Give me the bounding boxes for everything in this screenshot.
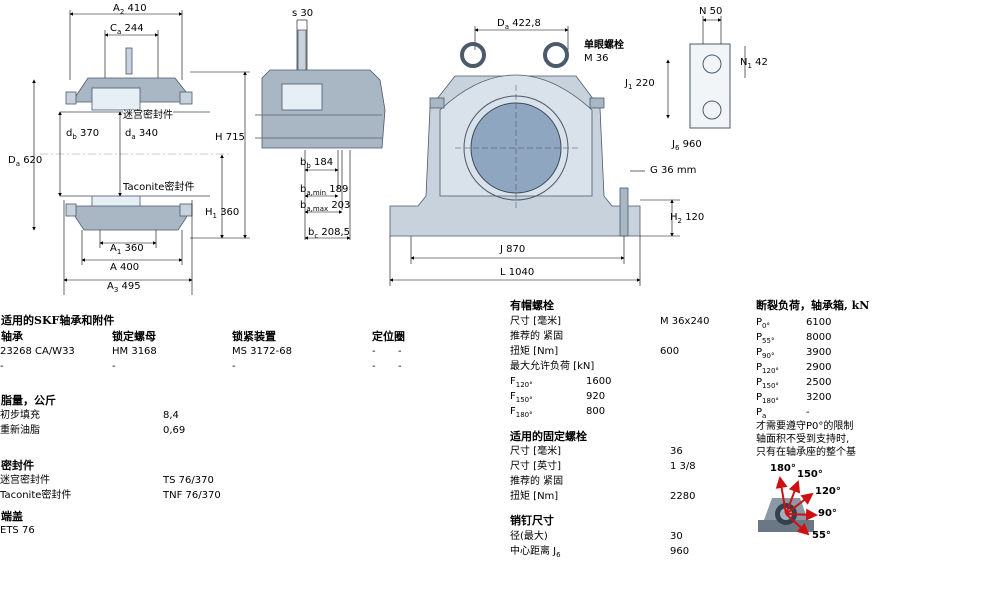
dim-da-top: Da 422,8 [497,18,541,31]
list-item: F180° 800 [510,406,606,419]
front-view [389,26,680,286]
seal-taconite-label: Taconite密封件 [123,182,195,194]
list-item: 扭矩 [Nm] 2280 [510,491,696,502]
parts-header-lockdevice: 锁紧装置 [232,330,276,343]
dowel-title: 销钉尺寸 [510,514,554,527]
dim-a2: A2 410 [113,3,147,16]
parts-header-bearing: 轴承 [1,330,23,343]
angle-90-label: 90° [818,508,837,519]
dim-a: A 400 [110,262,140,273]
dim-bc: bc 208,5 [308,227,351,240]
seal-labyrinth-label: 迷宫密封件 [123,110,173,122]
section-view-middle [255,19,386,240]
list-item: P90° 3900 [756,347,832,360]
fixbolt-torque-head: 推荐的 紧固 [510,476,564,487]
angle-55-label: 55° [812,530,831,541]
breaking-note-2: 轴面积不受到支持时, [756,434,850,445]
parts-header-ring: 定位圈 [372,330,405,343]
list-item: 径(最大) 30 [510,531,683,542]
list-item: P150° 2500 [756,377,832,390]
list-item: P0° 6100 [756,317,832,330]
dowel-detail [666,16,746,129]
table-row: - - - - - [0,361,402,372]
capbolt-title: 有帽螺栓 [510,299,554,312]
fixbolt-title: 适用的固定螺栓 [510,430,587,443]
list-item: 尺寸 [毫米] M 36x240 [510,316,710,327]
technical-drawing [32,10,746,295]
dim-g: G 36 mm [650,165,697,176]
grease-title: 脂量，公斤 [1,394,56,407]
dim-ba-max: ba,max 203 [300,200,351,213]
angle-120-label: 120° [815,486,841,497]
breaking-title: 断裂负荷，轴承箱, kN [756,299,870,312]
list-item: 迷宫密封件 TS 76/370 [0,475,214,486]
dim-h: H 715 [215,132,245,143]
dim-bb: bb 184 [300,157,334,170]
eye-bolt-title: 单眼螺栓 [584,40,624,51]
seals-title: 密封件 [1,459,34,472]
dim-j1: J1 220 [625,78,655,91]
list-item: F120° 1600 [510,376,612,389]
dim-da-small: da 340 [125,128,158,141]
dim-a3: A3 495 [107,281,141,294]
dim-ba-min: ba,min 189 [300,184,349,197]
dim-n1: N1 42 [740,57,768,70]
breaking-note-3: 只有在轴承座的整个基 [756,447,856,458]
dim-a1: A1 360 [110,243,144,256]
list-item: P180° 3200 [756,392,832,405]
capbolt-maxload-label: 最大允许负荷 [kN] [510,361,595,372]
list-item: Taconite密封件 TNF 76/370 [0,490,221,501]
dim-j6: J6 960 [672,139,702,152]
table-row: 23268 CA/W33 HM 3168 MS 3172-68 - - [0,346,402,357]
dim-s: s 30 [292,8,314,19]
capbolt-torque-head: 推荐的 紧固 [510,331,564,342]
list-item: P120° 2900 [756,362,832,375]
section-view-left [32,10,250,295]
list-item: P55° 8000 [756,332,832,345]
list-item: 尺寸 [英寸] 1 3/8 [510,461,696,472]
dim-l: L 1040 [500,267,535,278]
dim-db: db 370 [66,128,100,141]
eye-bolt-size: M 36 [584,53,609,64]
dim-h1: H1 360 [205,207,240,220]
angle-150-label: 150° [797,469,823,480]
dim-h2: H2 120 [670,212,705,225]
dim-j: J 870 [500,244,526,255]
list-item: 扭矩 [Nm] 600 [510,346,680,357]
parts-title: 适用的SKF轴承和附件 [1,314,115,327]
list-item: 中心距离 J6 960 [510,546,690,559]
list-item: 重新油脂 0,69 [0,425,186,436]
list-item: F150° 920 [510,391,606,404]
dim-n: N 50 [699,6,723,17]
breaking-note-1: 才需要遵守P0°的限制 [756,421,854,432]
endcap-title: 端盖 [1,510,23,523]
load-direction-diagram [758,476,818,536]
endcap-value: ETS 76 [0,525,35,536]
list-item: 尺寸 [毫米] 36 [510,446,683,457]
list-item: Pa - [756,407,810,420]
dim-da-big: Da 620 [8,155,43,168]
angle-180-label: 180° [770,463,796,474]
dim-ca: Ca 244 [110,23,144,36]
parts-header-locknut: 锁定螺母 [112,330,156,343]
list-item: 初步填充 8,4 [0,410,179,421]
